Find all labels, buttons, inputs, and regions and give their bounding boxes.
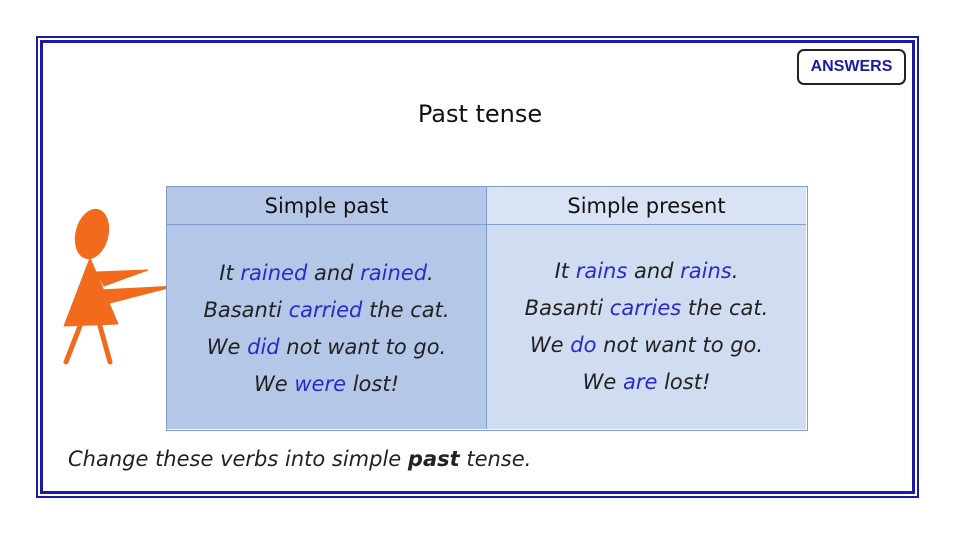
verb: rained: [240, 261, 308, 285]
slide-frame-outer: [36, 36, 919, 498]
sentence-line: We did not want to go.: [206, 335, 447, 359]
simple-past-sentences: It rained and rained. Basanti carried th…: [167, 255, 486, 403]
simple-past-cell: It rained and rained. Basanti carried th…: [167, 225, 487, 429]
verb: are: [622, 370, 658, 394]
answers-button[interactable]: ANSWERS: [797, 49, 906, 85]
sentence-line: We were lost!: [254, 372, 399, 396]
figure-arm-upper: [95, 269, 149, 287]
tense-table: Simple past Simple present It rained and…: [166, 186, 808, 431]
figure-leg-right: [97, 323, 113, 365]
slide-frame-inner: [40, 40, 915, 494]
header-simple-present: Simple present: [487, 187, 806, 225]
slide-title: Past tense: [417, 100, 543, 128]
header-simple-present-label: Simple present: [567, 194, 726, 218]
header-simple-past-label: Simple past: [264, 194, 389, 218]
sentence-line: It rained and rained.: [219, 261, 434, 285]
sentence-line: Basanti carried the cat.: [203, 298, 450, 322]
instruction-text: Change these verbs into simple past tens…: [68, 447, 532, 471]
verb: carried: [288, 298, 363, 322]
pointing-person-icon: [63, 208, 177, 365]
verb: rains: [575, 259, 628, 283]
figure-leg-left: [63, 323, 83, 365]
sentence-line: We are lost!: [582, 370, 711, 394]
verb: rained: [360, 261, 428, 285]
simple-present-cell: It rains and rains. Basanti carries the …: [487, 225, 806, 429]
header-simple-past: Simple past: [167, 187, 487, 225]
simple-present-sentences: It rains and rains. Basanti carries the …: [487, 253, 806, 401]
figure-head: [74, 208, 110, 260]
verb: carries: [609, 296, 682, 320]
instruction-emphasis: past: [407, 447, 460, 471]
verb: do: [570, 333, 597, 357]
sentence-line: Basanti carries the cat.: [524, 296, 769, 320]
verb: rains: [680, 259, 732, 283]
verb: did: [247, 335, 280, 359]
sentence-line: It rains and rains.: [554, 259, 739, 283]
sentence-line: We do not want to go.: [529, 333, 764, 357]
figure-arm-lower: [99, 285, 177, 305]
verb: were: [294, 372, 347, 396]
